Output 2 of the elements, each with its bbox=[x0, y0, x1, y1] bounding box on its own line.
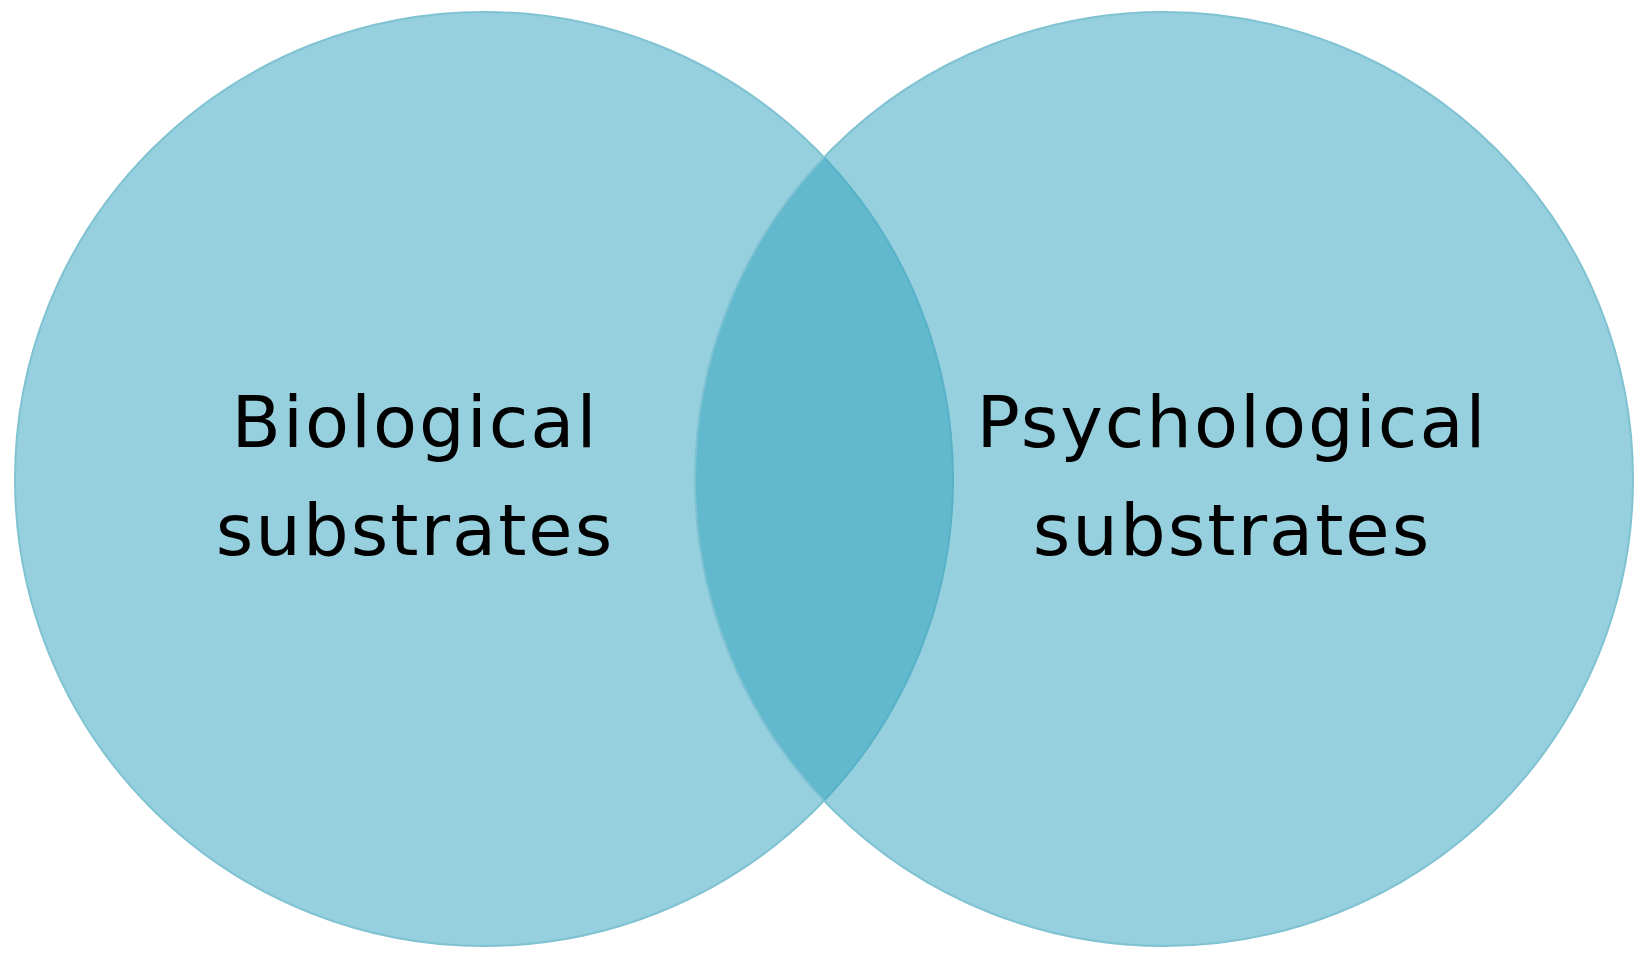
circle-label: Psychological substrates bbox=[975, 379, 1489, 574]
circle-label: Biological substrates bbox=[214, 379, 616, 574]
